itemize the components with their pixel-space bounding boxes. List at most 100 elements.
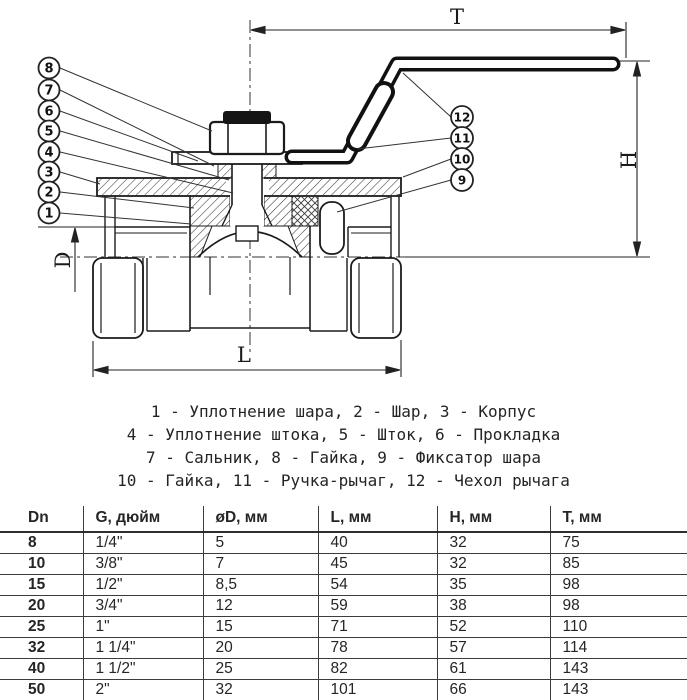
callout-1: 1	[37, 201, 61, 225]
table-cell: 1/4"	[82, 532, 203, 554]
table-cell: 10	[0, 553, 83, 575]
table-cell: 38	[436, 595, 550, 617]
table-cell: 85	[549, 553, 687, 575]
svg-text:10: 10	[454, 153, 471, 167]
callout-5: 5	[37, 119, 61, 143]
callouts-left: 8 7 6 5 4 3 2 1	[37, 56, 61, 225]
table-cell: 12	[202, 595, 318, 617]
table-cell: 8,5	[202, 574, 318, 596]
table-cell: 1 1/2"	[82, 658, 203, 680]
svg-text:8: 8	[44, 62, 53, 77]
table-cell: 61	[436, 658, 550, 680]
table-cell: 143	[549, 658, 687, 680]
dim-label-D: D	[51, 252, 75, 269]
table-cell: 45	[317, 553, 437, 575]
svg-text:6: 6	[44, 105, 53, 120]
svg-text:12: 12	[454, 111, 471, 125]
table-cell: 15	[202, 616, 318, 638]
callout-12: 12	[450, 105, 474, 129]
table-cell: 25	[0, 616, 83, 638]
table-cell: 143	[549, 679, 687, 700]
valve-body	[92, 177, 402, 339]
table-cell: 40	[317, 532, 437, 554]
handle-lever	[284, 56, 621, 165]
col-header-g: G, дюйм	[82, 506, 203, 533]
table-cell: 57	[436, 637, 550, 659]
table-cell: 59	[317, 595, 437, 617]
callout-6: 6	[37, 99, 61, 123]
table-cell: 3/8"	[82, 553, 203, 575]
table-cell: 32	[202, 679, 318, 700]
callout-leaders	[59, 67, 452, 225]
table-cell: 78	[317, 637, 437, 659]
table-cell: 1/2"	[82, 574, 203, 596]
svg-text:2: 2	[44, 186, 53, 201]
dim-label-H: H	[617, 151, 641, 169]
table-cell: 8	[0, 532, 83, 554]
col-header-t: T, мм	[549, 506, 687, 533]
table-cell: 52	[436, 616, 550, 638]
table-cell: 20	[202, 637, 318, 659]
dim-label-T: T	[450, 5, 464, 29]
callout-3: 3	[37, 160, 61, 184]
table-cell: 15	[0, 574, 83, 596]
legend-line: 10 - Гайка, 11 - Ручка-рычаг, 12 - Чехол…	[117, 471, 570, 490]
dimension-H	[405, 60, 650, 258]
table-cell: 98	[549, 595, 687, 617]
valve-technical-drawing: T H D L	[37, 5, 650, 377]
callout-10: 10	[450, 147, 474, 171]
dimension-T	[250, 22, 627, 58]
table-cell: 32	[436, 532, 550, 554]
table-cell: 114	[549, 637, 687, 659]
svg-text:4: 4	[44, 146, 53, 161]
callouts-right: 12 11 10 9	[450, 105, 474, 192]
table-cell: 20	[0, 595, 83, 617]
table-cell: 66	[436, 679, 550, 700]
parts-legend: 1 - Уплотнение шара, 2 - Шар, 3 - Корпус…	[0, 400, 687, 492]
dimension-L	[92, 340, 402, 377]
table-cell: 3/4"	[82, 595, 203, 617]
stem-foot	[235, 225, 259, 242]
table-cell: 54	[317, 574, 437, 596]
callout-2: 2	[37, 180, 61, 204]
col-header-l: L, мм	[317, 506, 437, 533]
stem-cap	[223, 111, 271, 124]
col-header-od: øD, мм	[202, 506, 318, 533]
col-header-h: H, мм	[436, 506, 550, 533]
legend-line: 1 - Уплотнение шара, 2 - Шар, 3 - Корпус	[150, 402, 537, 421]
svg-text:1: 1	[44, 207, 53, 222]
table-cell: 40	[0, 658, 83, 680]
table-cell: 110	[549, 616, 687, 638]
svg-text:3: 3	[44, 166, 53, 181]
ball-seal-left	[189, 225, 213, 258]
dimensions-table-header: Dn G, дюйм øD, мм L, мм H, мм T, мм	[0, 506, 687, 533]
callout-9: 9	[450, 168, 474, 192]
table-cell: 7	[202, 553, 318, 575]
col-header-dn: Dn	[0, 506, 83, 533]
svg-text:7: 7	[44, 84, 53, 99]
table-cell: 5	[202, 532, 318, 554]
dim-label-L: L	[237, 343, 251, 367]
table-cell: 82	[317, 658, 437, 680]
ball-seal-right	[287, 225, 311, 258]
dimension-D	[38, 226, 118, 292]
callout-7: 7	[37, 78, 61, 102]
stem-nut	[208, 120, 286, 156]
legend-line: 7 - Сальник, 8 - Гайка, 9 - Фиксатор шар…	[146, 448, 541, 467]
table-cell: 101	[317, 679, 437, 700]
table-cell: 2"	[82, 679, 203, 700]
table-cell: 25	[202, 658, 318, 680]
table-cell: 1 1/4"	[82, 637, 203, 659]
table-cell: 50	[28, 681, 46, 698]
ball-retainer-block	[291, 195, 319, 227]
callout-8: 8	[37, 56, 61, 80]
callout-4: 4	[37, 140, 61, 164]
